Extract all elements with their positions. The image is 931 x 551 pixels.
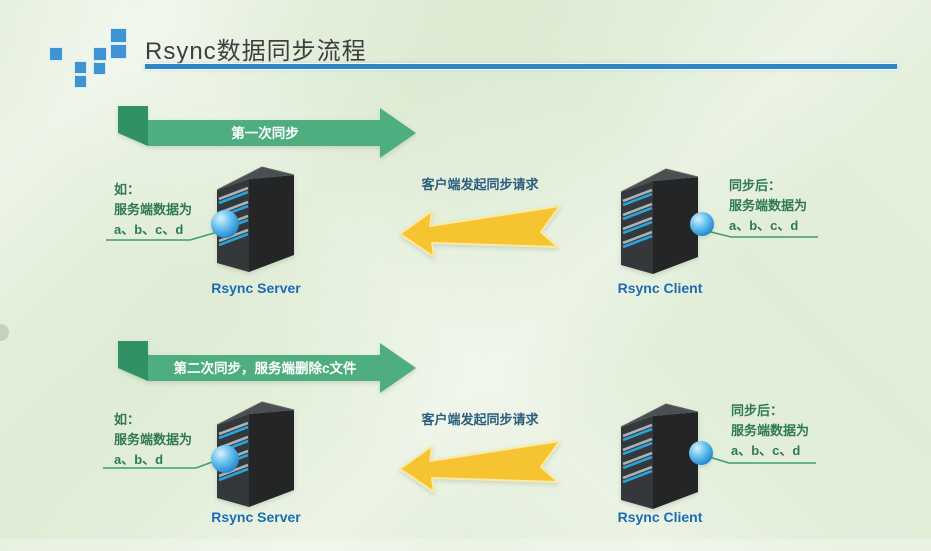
server-tower-icon <box>211 400 296 509</box>
client-tower-icon <box>619 402 713 511</box>
sync-node-sphere-icon <box>690 212 714 236</box>
note-line: 服务端数据为 <box>729 198 808 213</box>
banner-fold <box>118 106 148 146</box>
flow1-left-note: 如： 服务端数据为 a、b、c、d <box>114 180 192 240</box>
flow1-banner-arrow: 第一次同步 <box>118 106 416 158</box>
note-line: 如： <box>114 412 141 427</box>
logo-square <box>110 44 127 59</box>
sync-node-sphere-icon <box>211 210 239 238</box>
edge-dot-decoration <box>0 324 9 341</box>
logo-square <box>74 61 87 74</box>
flow1-server-label: Rsync Server <box>211 280 301 296</box>
flow2-left-note: 如： 服务端数据为 a、b、d <box>114 410 192 470</box>
banner-fold <box>118 341 148 381</box>
flow2-banner-arrow: 第二次同步，服务端删除c文件 <box>118 341 416 393</box>
client-tower-icon <box>619 167 714 276</box>
note-line: a、b、c、d <box>114 222 184 237</box>
flow1-banner-label: 第一次同步 <box>231 125 299 141</box>
note-line: 同步后： <box>729 178 782 193</box>
server-tower-icon <box>211 165 296 274</box>
title-underline <box>145 64 897 69</box>
flow1-client-label: Rsync Client <box>617 280 703 296</box>
flow1-right-note: 同步后： 服务端数据为 a、b、c、d <box>729 176 807 236</box>
note-line: a、b、c、d <box>731 443 801 458</box>
flow2-request-arrow-icon <box>399 440 561 493</box>
page-title: Rsync数据同步流程 <box>145 38 367 65</box>
logo-square <box>49 47 63 61</box>
note-line: a、b、d <box>114 452 164 467</box>
note-line: 服务端数据为 <box>731 423 810 438</box>
flow2-right-note: 同步后： 服务端数据为 a、b、c、d <box>731 401 809 461</box>
flow2-arrow-caption: 客户端发起同步请求 <box>421 412 539 427</box>
logo-square <box>74 75 87 88</box>
banner-arrowhead-icon <box>380 343 416 393</box>
sync-node-sphere-icon <box>689 441 713 465</box>
flow2-server-label: Rsync Server <box>211 509 301 525</box>
flow2-client-label: Rsync Client <box>617 509 703 525</box>
flow2-banner-label: 第二次同步，服务端删除c文件 <box>173 360 357 376</box>
flow1-request-arrow-icon <box>399 205 561 258</box>
note-line: 服务端数据为 <box>114 432 193 447</box>
logo-square <box>93 62 106 75</box>
logo-square <box>110 28 127 43</box>
flow1-arrow-caption: 客户端发起同步请求 <box>421 177 539 192</box>
note-line: 同步后： <box>731 403 784 418</box>
note-line: 服务端数据为 <box>114 202 193 217</box>
note-line: 如： <box>114 182 141 197</box>
sync-node-sphere-icon <box>211 445 239 473</box>
bottom-band-decoration <box>0 539 931 551</box>
logo-square <box>93 47 107 61</box>
banner-arrowhead-icon <box>380 108 416 158</box>
note-line: a、b、c、d <box>729 218 799 233</box>
